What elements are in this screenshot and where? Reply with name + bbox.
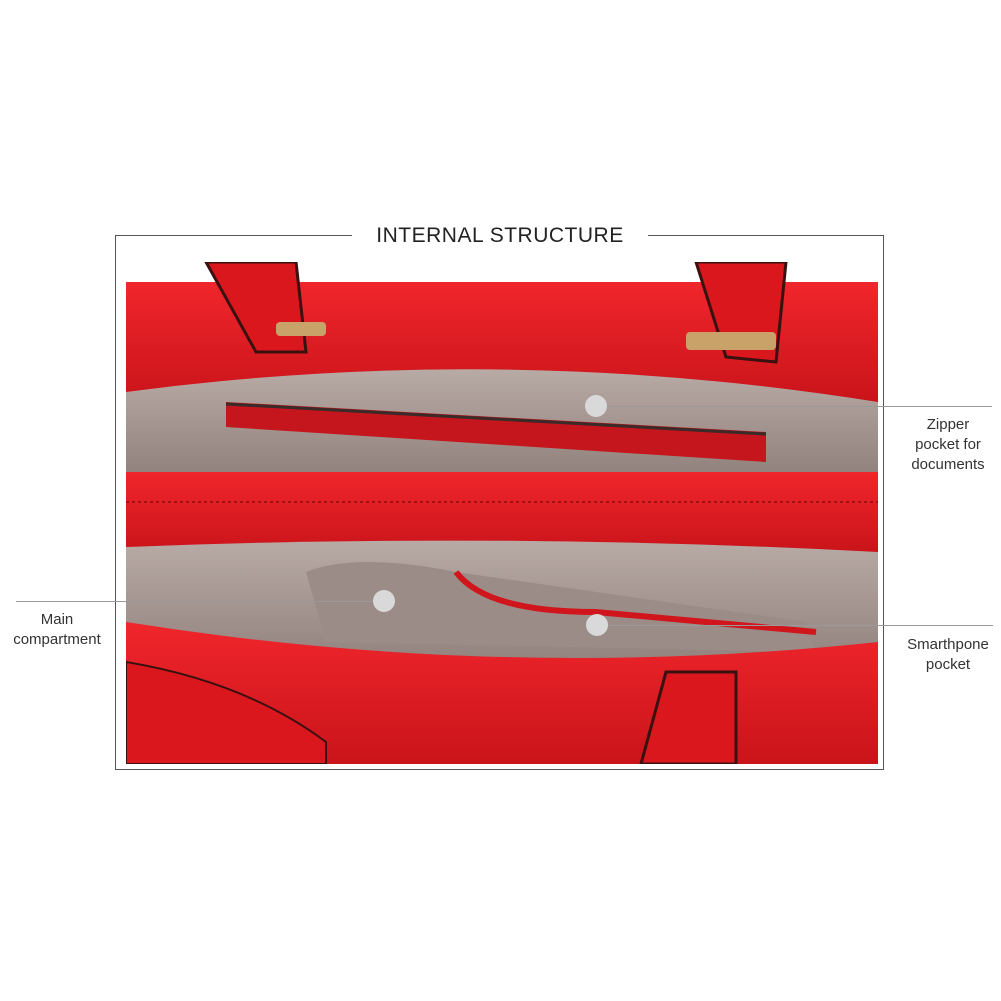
main-compartment-leader (16, 601, 373, 602)
zipper-pocket-label: Zipper pocket for documents (911, 416, 985, 473)
title-backdrop (352, 220, 648, 252)
smartphone-pocket-marker (586, 614, 608, 636)
zipper-pocket-leader (607, 406, 992, 407)
smartphone-pocket-leader (608, 625, 993, 626)
main-compartment-marker (373, 590, 395, 612)
handbag-interior-photo (126, 262, 878, 764)
section-title: INTERNAL STRUCTURE (376, 224, 624, 247)
main-compartment-label: Main compartment (13, 611, 101, 648)
smartphone-pocket-label: Smarthpone pocket (907, 636, 989, 673)
zipper-pocket-marker (585, 395, 607, 417)
